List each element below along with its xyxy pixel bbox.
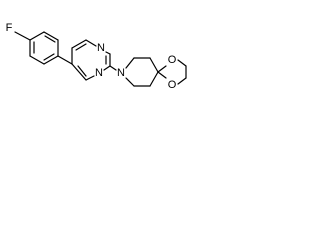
structure-diagram: F N N N <box>0 0 191 122</box>
piperidine-n-label: N <box>117 67 125 79</box>
bond <box>149 57 159 73</box>
bond <box>43 31 59 41</box>
bond <box>149 71 159 87</box>
double-bond-inner <box>75 43 87 51</box>
bond <box>125 57 135 69</box>
dioxolane-ring <box>157 59 187 85</box>
bond <box>103 65 111 71</box>
c-n-bond <box>109 65 117 71</box>
pyrimidine-ring <box>71 39 111 81</box>
double-bond-inner <box>43 53 55 61</box>
bond <box>29 31 45 41</box>
bond <box>29 55 45 65</box>
bond <box>71 39 87 49</box>
fluorophenyl-ring <box>29 31 59 65</box>
molecule-drawing: F N N N <box>2 21 187 91</box>
double-bond-inner <box>44 35 56 43</box>
c-f-bond <box>14 31 31 41</box>
bond <box>125 77 135 87</box>
bond <box>105 51 111 55</box>
piperidine-ring <box>125 57 159 87</box>
double-bond-inner <box>77 65 87 77</box>
dioxolane-o-lower-label: O <box>168 79 177 91</box>
bond <box>177 59 187 67</box>
bond <box>43 55 59 65</box>
dioxolane-o-upper-label: O <box>168 54 177 66</box>
pyrimidine-n-lower-label: N <box>95 67 103 79</box>
bond <box>85 75 95 81</box>
fluorine-label: F <box>6 22 13 34</box>
biaryl-bond <box>57 55 73 65</box>
pyrimidine-n-upper-label: N <box>97 42 105 54</box>
bond <box>85 39 97 47</box>
bond <box>177 77 187 85</box>
bond <box>157 65 167 73</box>
bond <box>157 71 167 79</box>
bond <box>71 63 87 81</box>
